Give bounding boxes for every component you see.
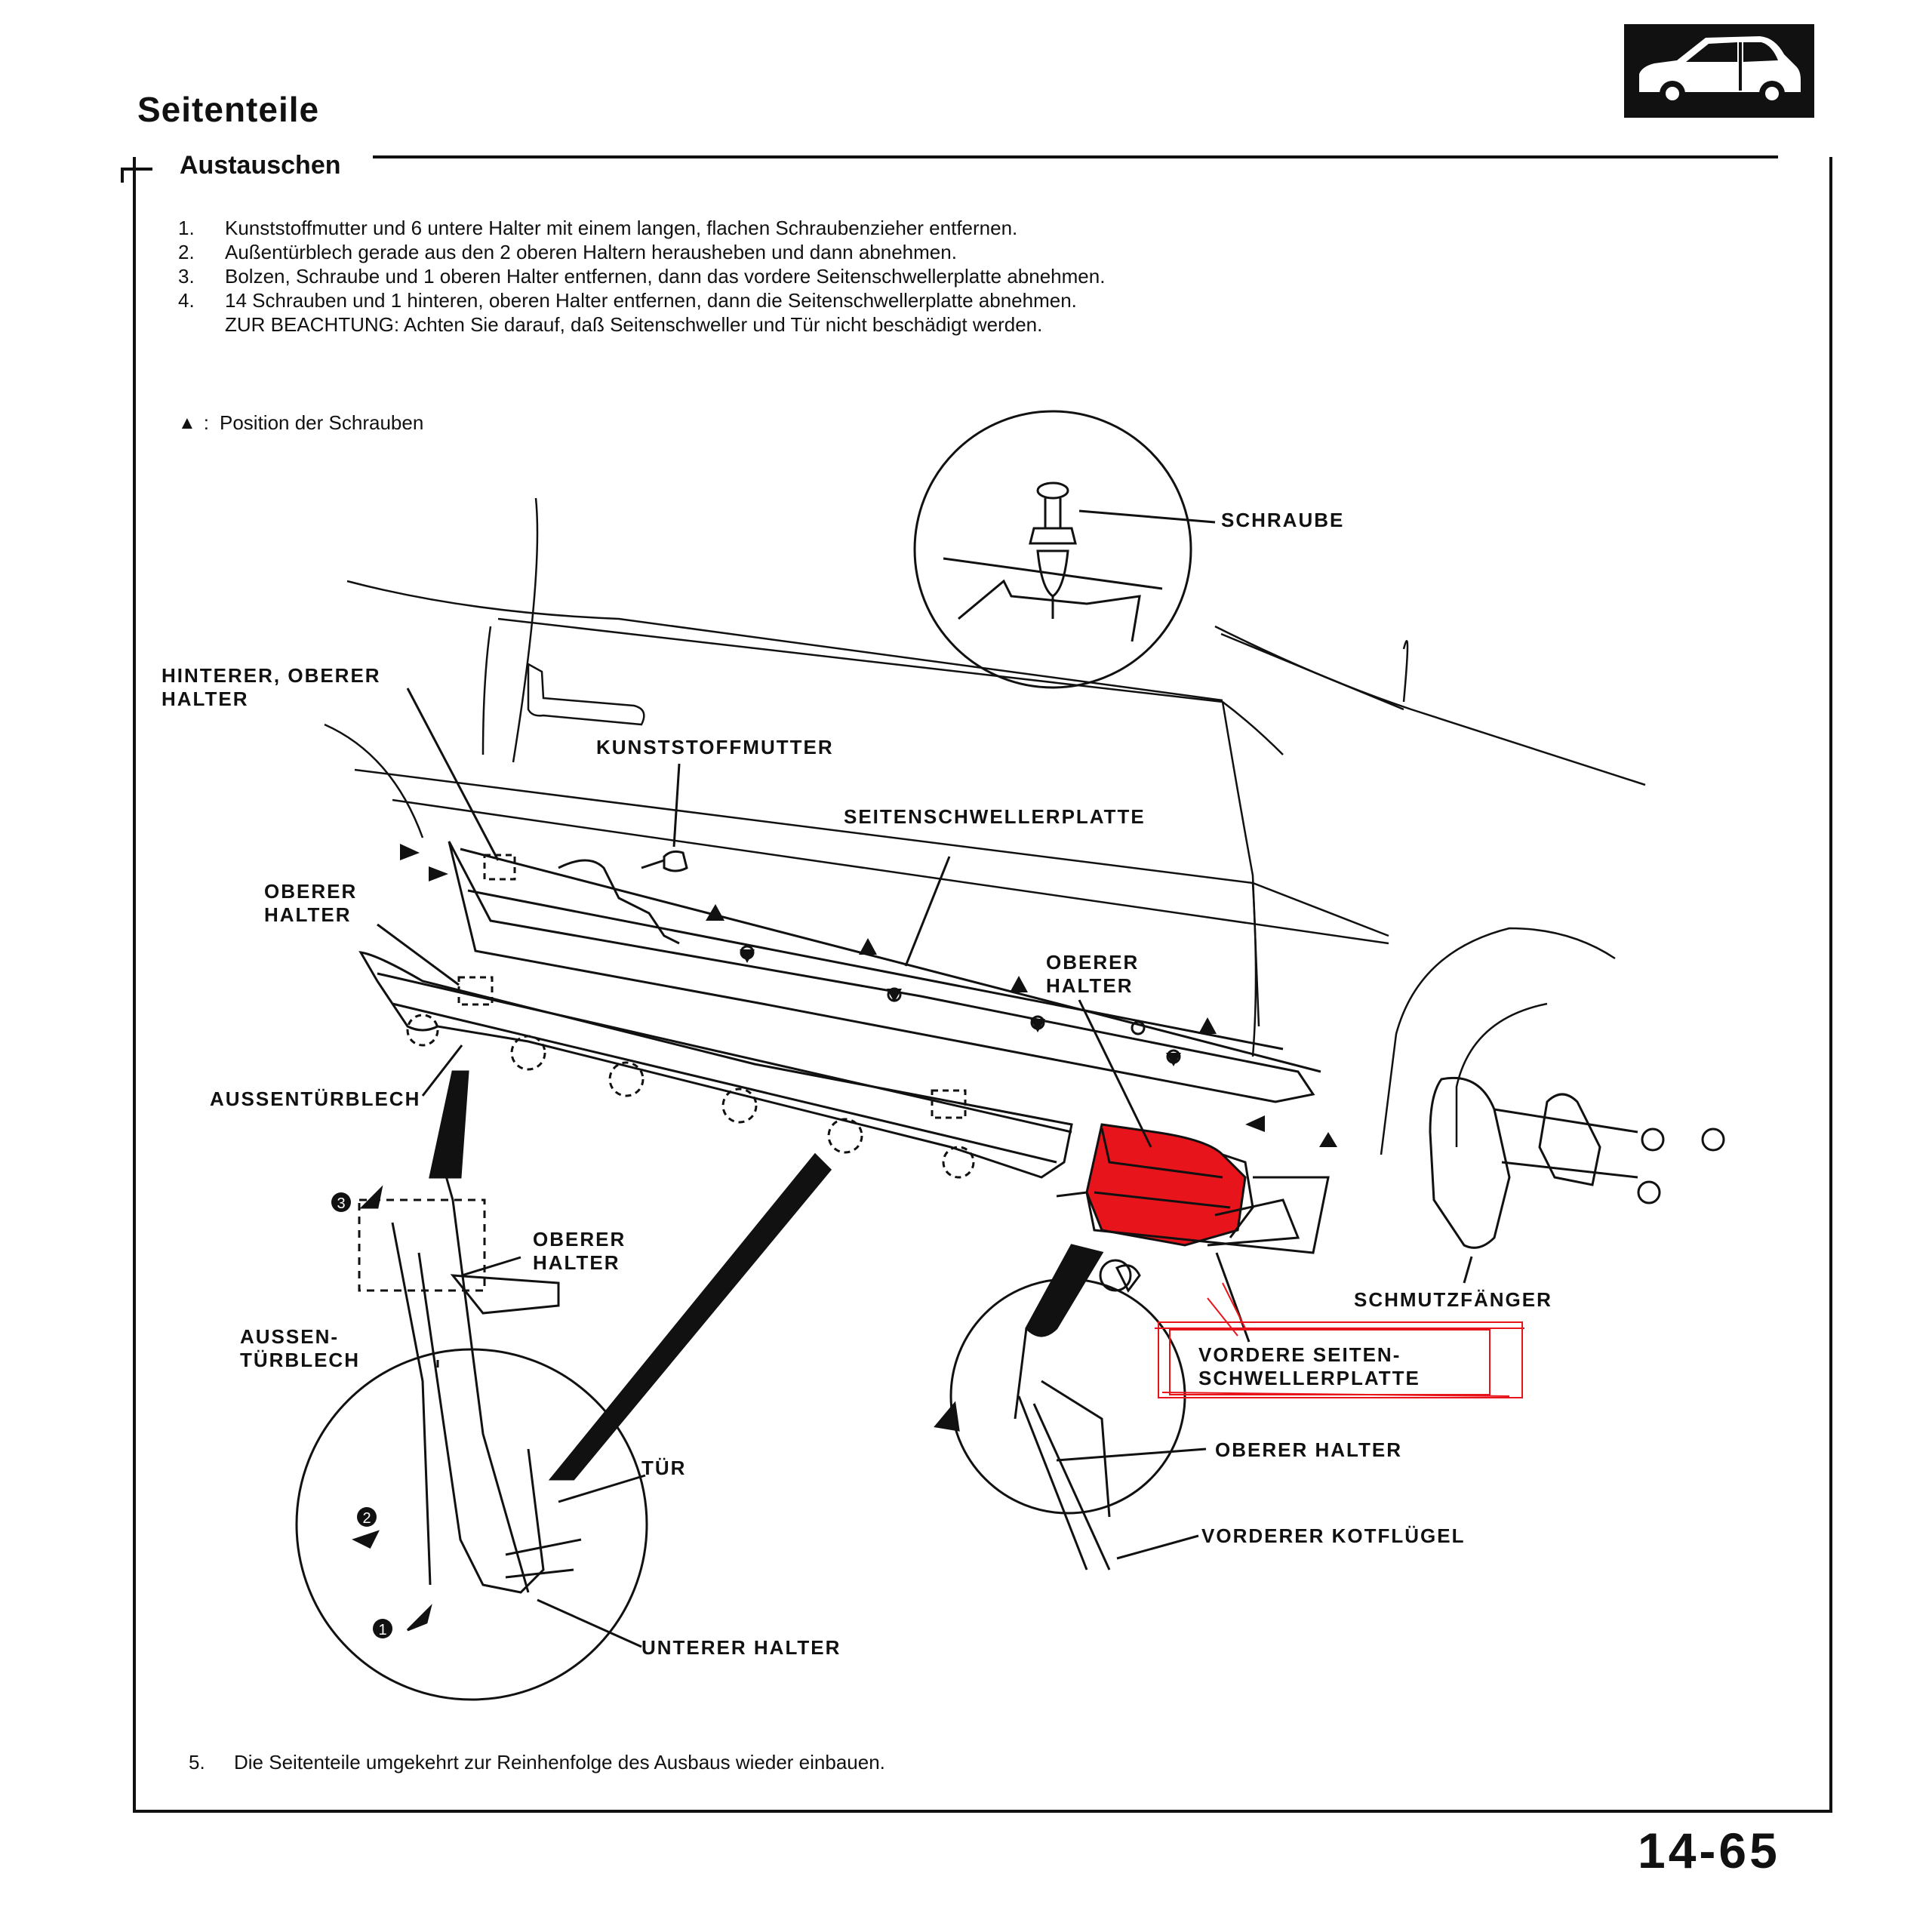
label-oberer-halter-left: OBERER HALTER <box>264 880 358 926</box>
section-title: Austauschen <box>180 151 341 180</box>
step-marker-icons <box>331 1185 960 1638</box>
legend-separator: : <box>203 411 209 434</box>
step-3: 3.Bolzen, Schraube und 1 oberen Halter e… <box>178 265 1106 288</box>
label-vordere-seitenschwellerplatte: VORDERE SEITEN- SCHWELLERPLATTE <box>1198 1343 1420 1389</box>
label-vorderer-kotfluegel: VORDERER KOTFLÜGEL <box>1201 1524 1466 1547</box>
fender-detail-circle <box>949 1278 1186 1571</box>
legend: ▲ : Position der Schrauben <box>178 411 423 435</box>
label-aussentuerblech: AUSSENTÜRBLECH <box>210 1088 421 1110</box>
label-unterer-halter: UNTERER HALTER <box>641 1636 841 1659</box>
rocker-panel-assembly <box>358 841 1321 1179</box>
screw-detail-circle <box>913 410 1192 689</box>
caution-note: ZUR BEACHTUNG: Achten Sie darauf, daß Se… <box>225 313 1043 336</box>
step-4: 4.14 Schrauben und 1 hinteren, oberen Ha… <box>178 289 1077 312</box>
label-aussen-tuerblech-detail: AUSSEN- TÜRBLECH <box>240 1325 360 1371</box>
plastic-nut <box>641 850 688 872</box>
step-marker-three: 3 <box>337 1195 345 1212</box>
label-oberer-halter-mid: OBERER HALTER <box>1046 951 1140 997</box>
highlight-annotation-box <box>1155 1282 1524 1398</box>
front-sill-plate <box>1056 1123 1330 1293</box>
leader-lines <box>377 509 1473 1648</box>
step-2: 2.Außentürblech gerade aus den 2 oberen … <box>178 241 957 263</box>
frame-top-rule-right <box>373 155 1778 158</box>
step-marker-two: 2 <box>362 1510 371 1527</box>
label-schmutzfaenger: SCHMUTZFÄNGER <box>1354 1288 1552 1311</box>
screw-position-markers <box>400 844 1337 1147</box>
label-schraube: SCHRAUBE <box>1221 509 1345 531</box>
step-marker-one: 1 <box>378 1622 386 1638</box>
label-seitenschwellerplatte: SEITENSCHWELLERPLATTE <box>844 805 1146 828</box>
legend-text: Position der Schrauben <box>220 411 424 434</box>
page-number: 14-65 <box>1638 1823 1780 1878</box>
car-body-outline <box>324 497 1646 1155</box>
final-step: 5. Die Seitenteile umgekehrt zur Reinhen… <box>189 1751 885 1774</box>
label-kunststoffmutter: KUNSTSTOFFMUTTER <box>596 736 834 758</box>
mud-flap <box>1429 1076 1725 1249</box>
instruction-steps: 1.Kunststoffmutter und 6 untere Halter m… <box>178 216 1105 337</box>
frame-top-rule-left <box>121 168 152 171</box>
screw-position-triangle-icon: ▲ <box>178 412 196 433</box>
content-frame <box>133 157 1832 1813</box>
label-tuer: TÜR <box>641 1457 687 1479</box>
frame-corner <box>121 168 124 183</box>
door-detail-circle <box>295 1070 1104 1701</box>
label-hinterer-oberer-halter: HINTERER, OBERER HALTER <box>162 664 381 710</box>
page-title: Seitenteile <box>137 90 320 129</box>
car-body-icon <box>1624 24 1814 118</box>
step-1: 1.Kunststoffmutter und 6 untere Halter m… <box>178 217 1018 239</box>
label-oberer-halter-right: OBERER HALTER <box>1215 1438 1402 1461</box>
label-oberer-halter-detail: OBERER HALTER <box>533 1228 626 1274</box>
